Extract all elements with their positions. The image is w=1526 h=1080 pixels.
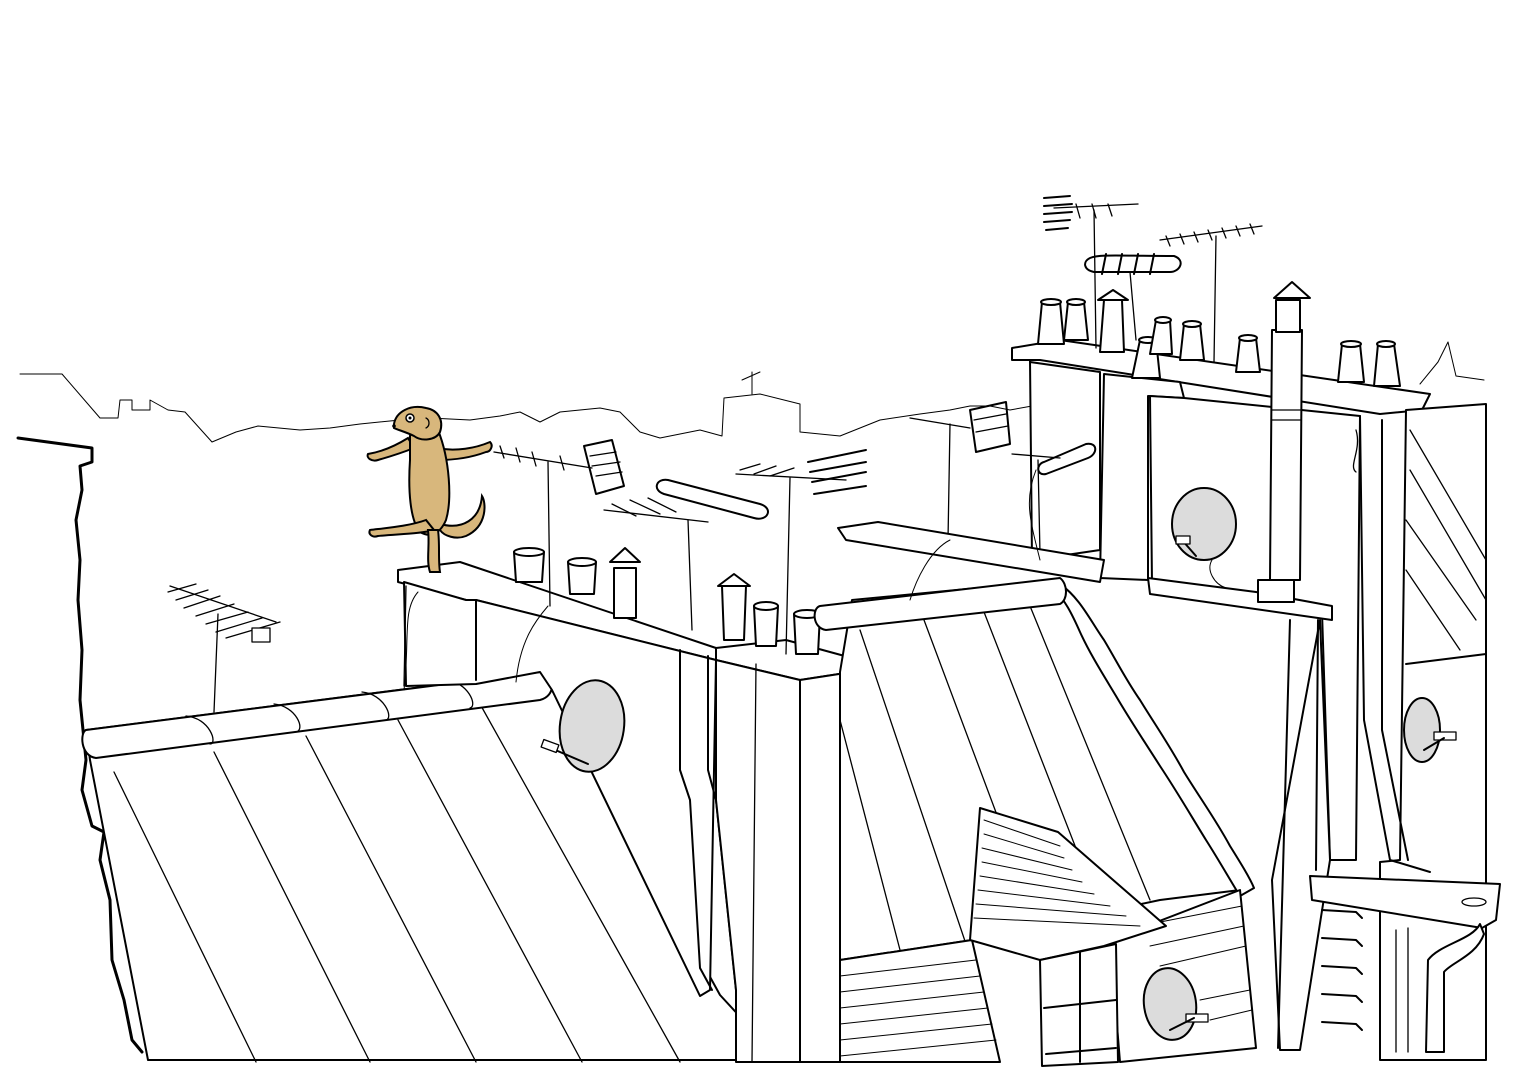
tv-antenna-icon: [1159, 223, 1263, 363]
tv-antenna-icon: [603, 478, 769, 631]
satellite-dish-icon: [1142, 967, 1209, 1041]
center-chimney: [715, 639, 853, 1063]
tv-antenna-icon: [735, 449, 867, 655]
tv-antenna-icon: [1084, 253, 1182, 341]
chimney-pot-icon: [1037, 289, 1401, 387]
dormer-window-icon: [969, 807, 1167, 1067]
tv-antenna-icon: [909, 401, 1011, 541]
meerkat-icon: [366, 406, 493, 573]
distant-skyline: [19, 373, 1033, 443]
satellite-dish-icon: [540, 679, 626, 773]
satellite-dish-icon: [1171, 487, 1237, 561]
antenna-cables: [403, 469, 1227, 691]
satellite-dish-icon: [1403, 697, 1457, 763]
left-roof: [81, 671, 781, 1063]
tv-antenna-icon: [1011, 442, 1097, 555]
distant-skyline-right: [1419, 341, 1485, 385]
right-ledge: [837, 521, 1105, 583]
chimney-pot-icon: [513, 547, 641, 619]
left-wall: [16, 436, 144, 1054]
tv-antenna-icon: [167, 583, 281, 713]
chimney-pot-icon: [717, 573, 821, 655]
tv-antenna-icon: [493, 439, 625, 607]
tv-antenna-icon: [1043, 195, 1139, 349]
distant-antenna-icon: [741, 371, 761, 395]
